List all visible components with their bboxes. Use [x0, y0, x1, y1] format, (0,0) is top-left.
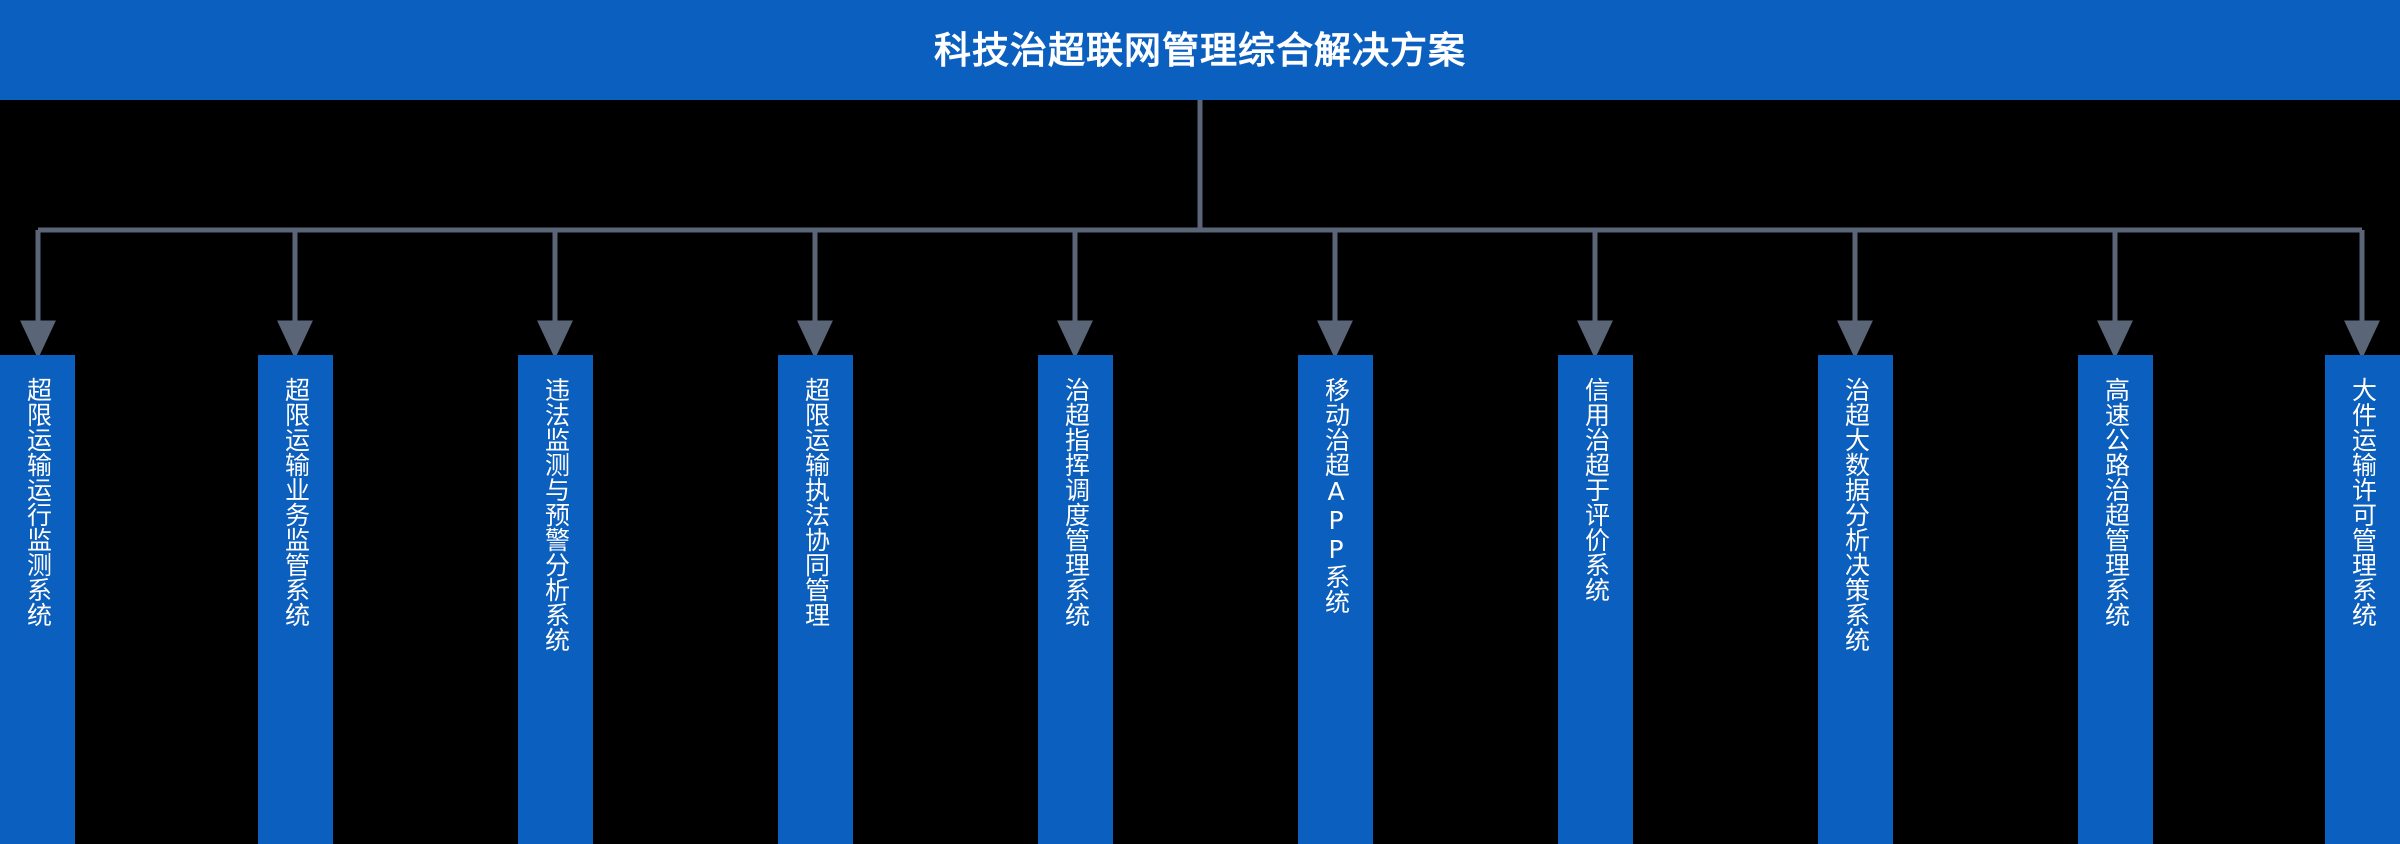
- node-box-5[interactable]: 治超指挥调度管理系统: [1038, 355, 1113, 844]
- node-box-4[interactable]: 超限运输执法协同管理: [778, 355, 853, 844]
- arrowhead-icon: [20, 320, 56, 359]
- arrowhead-icon: [1057, 320, 1093, 359]
- arrowhead-icon: [1577, 320, 1613, 359]
- node-box-8[interactable]: 治超大数据分析决策系统: [1818, 355, 1893, 844]
- node-box-3[interactable]: 违法监测与预警分析系统: [518, 355, 593, 844]
- node-box-9[interactable]: 高速公路治超管理系统: [2078, 355, 2153, 844]
- node-label-2: 超限运输业务监管系统: [281, 377, 311, 627]
- node-label-9: 高速公路治超管理系统: [2101, 377, 2131, 627]
- node-box-7[interactable]: 信用治超于评价系统: [1558, 355, 1633, 844]
- node-box-2[interactable]: 超限运输业务监管系统: [258, 355, 333, 844]
- node-box-1[interactable]: 超限运输运行监测系统: [0, 355, 75, 844]
- node-label-3: 违法监测与预警分析系统: [541, 377, 571, 652]
- arrowhead-icon: [277, 320, 313, 359]
- arrowhead-icon: [1837, 320, 1873, 359]
- node-label-4: 超限运输执法协同管理: [801, 377, 831, 627]
- arrowhead-icon: [797, 320, 833, 359]
- node-label-1: 超限运输运行监测系统: [23, 377, 53, 627]
- node-label-8: 治超大数据分析决策系统: [1841, 377, 1871, 652]
- title-bar: 科技治超联网管理综合解决方案: [0, 0, 2400, 100]
- node-box-10[interactable]: 大件运输许可管理系统: [2325, 355, 2400, 844]
- arrowhead-icon: [537, 320, 573, 359]
- node-label-6: 移动治超APP系统: [1321, 377, 1351, 614]
- page-title: 科技治超联网管理综合解决方案: [934, 28, 1466, 72]
- node-label-7: 信用治超于评价系统: [1581, 377, 1611, 602]
- arrowhead-icon: [2344, 320, 2380, 359]
- arrowhead-icon: [1317, 320, 1353, 359]
- arrowhead-icon: [2097, 320, 2133, 359]
- node-label-10: 大件运输许可管理系统: [2348, 377, 2378, 627]
- node-box-6[interactable]: 移动治超APP系统: [1298, 355, 1373, 844]
- node-label-5: 治超指挥调度管理系统: [1061, 377, 1091, 627]
